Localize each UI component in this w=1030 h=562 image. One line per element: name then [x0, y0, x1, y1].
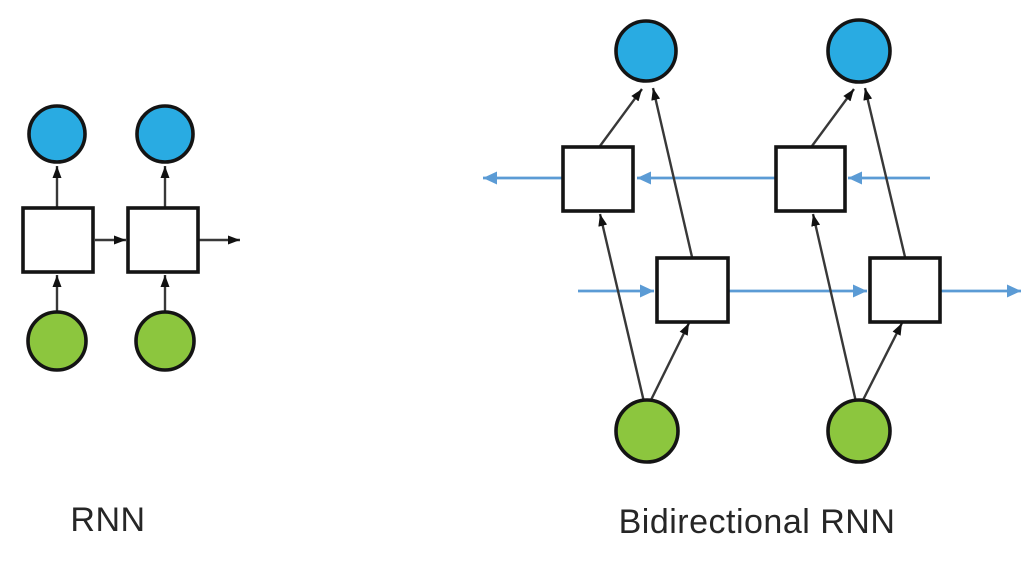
birnn-edge-input2-backward2 [811, 213, 858, 403]
birnn-edge-forward2-output2 [863, 87, 907, 258]
birnn-output-node-1 [614, 19, 678, 83]
birnn-edge-backward2-output2 [811, 88, 855, 147]
birnn-edge-input2-forward2 [860, 322, 904, 403]
bidirectional-rnn-caption: Bidirectional RNN [618, 503, 896, 541]
birnn-edge-forward1-output1 [651, 87, 694, 258]
birnn-input-node-2 [826, 398, 892, 464]
birnn-backward-hidden-node-1 [561, 145, 635, 213]
rnn-output-node-1 [27, 104, 87, 164]
birnn-edge-input1-forward1 [648, 322, 691, 403]
rnn-hidden-node-1 [21, 206, 95, 274]
birnn-forward-hidden-node-1 [655, 256, 730, 324]
rnn-caption: RNN [70, 501, 146, 539]
rnn-input-node-1 [26, 310, 88, 372]
birnn-edge-backward1-output1 [599, 88, 643, 147]
birnn-backward-hidden-node-2 [774, 145, 847, 213]
rnn-input-node-2 [134, 310, 196, 372]
rnn-hidden-node-2 [126, 206, 200, 274]
birnn-output-node-2 [826, 18, 892, 84]
birnn-forward-hidden-node-2 [868, 256, 942, 324]
birnn-edge-input1-backward1 [598, 213, 646, 403]
rnn-output-node-2 [135, 104, 195, 164]
birnn-input-node-1 [614, 398, 680, 464]
